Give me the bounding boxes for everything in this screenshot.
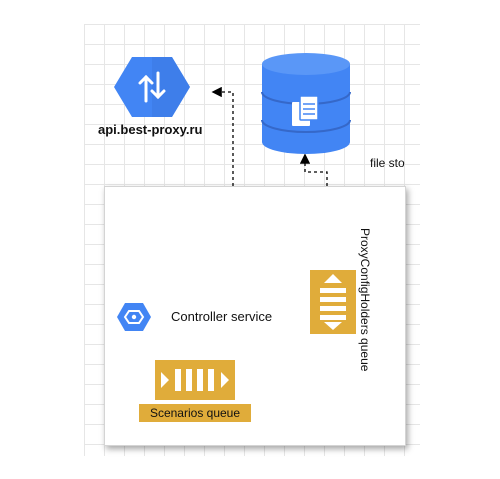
proxy-queue-node[interactable]: [310, 270, 356, 334]
proxy-queue-label: ProxyConfigHolders queue: [358, 228, 372, 372]
scenarios-queue-node[interactable]: [155, 360, 235, 400]
scenarios-queue-label: Scenarios queue: [139, 404, 251, 422]
storage-node-label: file sto: [370, 156, 405, 170]
router-hexagon-icon: [114, 57, 190, 117]
queue-vertical-icon: [310, 270, 356, 334]
queue-horizontal-icon: [155, 360, 235, 400]
storage-node[interactable]: [260, 52, 352, 156]
gear-hexagon-icon: [117, 303, 151, 331]
connector-controller-to-storage[interactable]: [299, 153, 328, 186]
api-node-label: api.best-proxy.ru: [98, 122, 203, 137]
controller-node[interactable]: [116, 302, 152, 332]
api-node[interactable]: [112, 55, 192, 119]
connector-controller-to-api[interactable]: [211, 86, 234, 186]
database-cylinder-icon: [261, 53, 351, 154]
controller-node-label: Controller service: [171, 309, 273, 324]
